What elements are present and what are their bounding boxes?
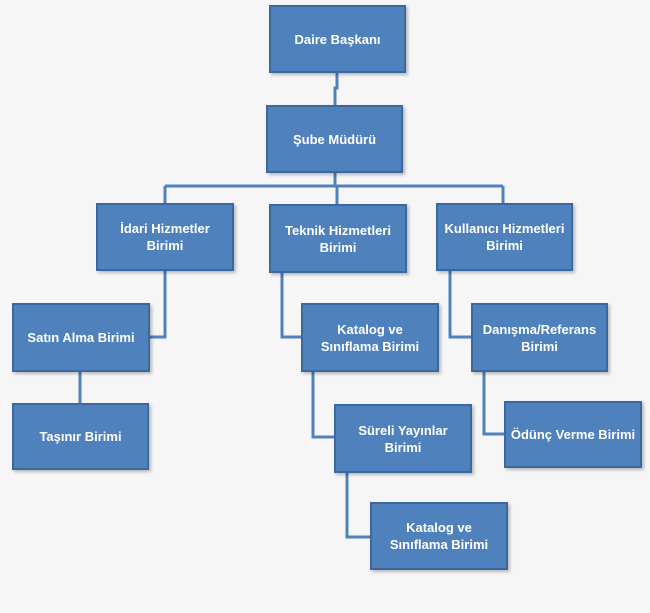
node-label: Katalog ve Sınıflama Birimi [389, 520, 489, 552]
node-label: Kullanıcı Hizmetleri Birimi [444, 221, 565, 253]
connector-danisma-odunc [482, 372, 504, 436]
node-katalog-siniflama-2: Katalog ve Sınıflama Birimi [370, 502, 508, 570]
node-katalog-siniflama-1: Katalog ve Sınıflama Birimi [301, 303, 439, 372]
node-tasinir: Taşınır Birimi [12, 403, 149, 470]
node-label: Danışma/Referans Birimi [482, 321, 597, 354]
node-label: Satın Alma Birimi [27, 330, 135, 345]
node-label: Daire Başkanı [294, 31, 381, 47]
node-odunc-verme: Ödünç Verme Birimi [504, 401, 642, 468]
connector-daire-sube [333, 73, 339, 105]
node-idari-hizmetler: İdari Hizmetler Birimi [96, 203, 234, 271]
node-label: Ödünç Verme Birimi [510, 427, 636, 442]
node-teknik-hizmetler: Teknik Hizmetleri Birimi [269, 204, 407, 273]
node-sube-muduru: Şube Müdürü [266, 105, 403, 173]
connector-idari-satinalma [150, 271, 167, 339]
node-label: Taşınır Birimi [39, 429, 122, 444]
node-label: Şube Müdürü [292, 131, 377, 147]
node-label: Süreli Yayınlar Birimi [358, 422, 448, 455]
node-satin-alma: Satın Alma Birimi [12, 303, 150, 372]
connector-kullanici-danisma [448, 271, 471, 339]
node-label: İdari Hizmetler Birimi [120, 221, 210, 253]
node-danisma-referans: Danışma/Referans Birimi [471, 303, 608, 372]
node-label: Katalog ve Sınıflama Birimi [320, 321, 420, 354]
node-sureli-yayinlar: Süreli Yayınlar Birimi [334, 404, 472, 473]
node-label: Teknik Hizmetleri Birimi [285, 222, 391, 255]
node-kullanici-hizmetleri: Kullanıcı Hizmetleri Birimi [436, 203, 573, 271]
connector-teknik-katalog1 [280, 273, 301, 339]
connector-katalog1-sureli [311, 372, 334, 439]
node-daire-baskani: Daire Başkanı [269, 5, 406, 73]
connector-sureli-katalog2 [345, 473, 370, 539]
